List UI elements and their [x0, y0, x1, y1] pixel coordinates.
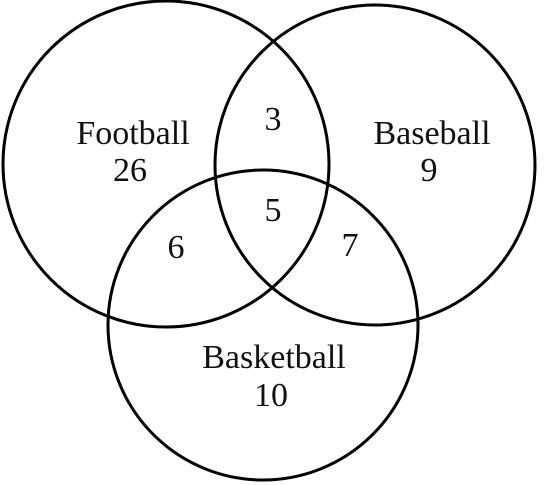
- football-only-count: 26: [113, 152, 147, 189]
- baseball-basketball-count: 7: [342, 227, 359, 264]
- baseball-only-count: 9: [421, 152, 438, 189]
- basketball-label: Basketball: [202, 339, 346, 376]
- all-three-count: 5: [265, 192, 282, 229]
- basketball-circle: [106, 168, 420, 482]
- football-circle: [1, 0, 331, 329]
- basketball-only-count: 10: [254, 377, 288, 414]
- football-basketball-count: 6: [168, 229, 185, 266]
- baseball-circle: [213, 3, 537, 327]
- football-baseball-count: 3: [265, 101, 282, 138]
- football-label: Football: [76, 115, 189, 152]
- baseball-label: Baseball: [373, 115, 490, 152]
